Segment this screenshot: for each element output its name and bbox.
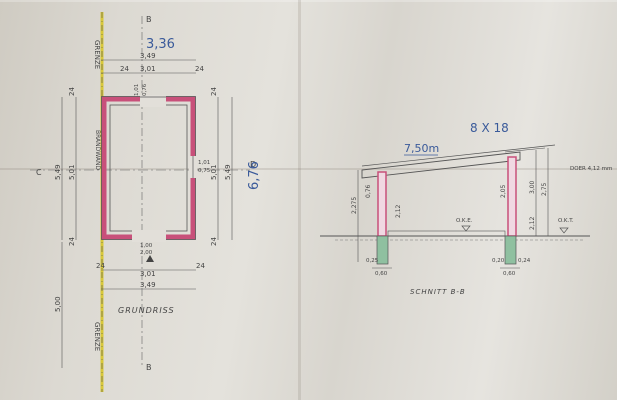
plan-inner-outline: [109, 104, 188, 232]
plan-title: GRUNDRISS: [118, 306, 175, 315]
section-wall-left: [377, 171, 387, 237]
cut-mark-right: D: [250, 160, 256, 169]
door-dim-top-2: 0,76: [142, 83, 148, 96]
base-dim-1: 0,60: [375, 271, 388, 277]
handwritten-top: 3,36: [146, 37, 175, 52]
level-marker-oke: [461, 225, 471, 232]
handwritten-span: 7,50m: [404, 142, 439, 155]
roof-edge-line: [504, 147, 546, 153]
foundation-left: [376, 235, 389, 265]
foundation-right: [504, 235, 517, 265]
dim-right-bottom: 24: [210, 237, 218, 246]
handwritten-beam: 8 X 18: [470, 121, 509, 135]
level-label-okt: O.K.T.: [558, 218, 574, 224]
dim-left-middle: 5,01: [68, 164, 76, 180]
dim-left-bottom: 24: [68, 237, 76, 246]
border-label-top: GRENZE: [93, 40, 101, 69]
door-dim-top-1: 1,01: [134, 84, 140, 96]
plan-outer-outline: [101, 96, 196, 240]
section-wall-right: [507, 156, 517, 237]
roof-note: DOER 4,12 mm: [570, 166, 612, 172]
section-dim-right-2: 2,12: [529, 216, 536, 230]
dim-bottom-left: 24: [96, 262, 105, 270]
dim-left-top: 24: [68, 87, 76, 96]
dim-top-total: 3,49: [140, 52, 156, 60]
wall-label: BRANDWAND: [94, 130, 101, 170]
door-opening-top: [140, 95, 166, 107]
dim-right-total: 5,49: [224, 164, 232, 180]
roof-top-line: [361, 144, 556, 167]
door-opening-bottom: [132, 230, 166, 242]
dim-bottom-total: 3,49: [140, 281, 156, 289]
section-dim-right-1: 3,00: [529, 180, 536, 194]
section-title: SCHNITT B-B: [410, 288, 466, 296]
section-dim-mid-left: 2,12: [395, 204, 402, 218]
plan-outer-walls: [101, 96, 196, 240]
dim-top-middle: 3,01: [140, 65, 156, 73]
door-dim-bottom-1: 1,00: [140, 243, 153, 249]
level-marker-okt: [559, 227, 569, 234]
section-dim-left-2: 0,76: [365, 184, 372, 198]
dim-right-middle: 5,01: [210, 164, 218, 180]
section-dim-right-outer: 2,75: [541, 182, 548, 196]
window-dim-1: 1,01: [198, 160, 210, 166]
vertical-crease: [298, 0, 301, 400]
level-label-oke: O.K.E.: [456, 218, 473, 224]
border-label-bottom: GRENZE: [93, 322, 101, 351]
dim-bottom-right: 24: [196, 262, 205, 270]
handwritten-right: 6,76: [247, 161, 262, 190]
floor-slab: [387, 230, 506, 237]
dim-top-right: 24: [195, 65, 204, 73]
section-dim-mid-right: 2,05: [500, 184, 507, 198]
section-dim-left-1: 2,275: [351, 197, 358, 214]
foot-dim-3: 0,24: [518, 258, 531, 264]
roof-slab: [361, 151, 521, 179]
dim-bottom-middle: 3,01: [140, 270, 156, 278]
paper-edge: [0, 0, 617, 2]
dim-left-total: 5,49: [54, 164, 62, 180]
dim-top-left: 24: [120, 65, 129, 73]
door-dim-bottom-2: 2,00: [140, 250, 153, 256]
entrance-arrow: [146, 255, 154, 262]
base-dim-2: 0,60: [503, 271, 516, 277]
horizontal-crease: [0, 168, 617, 170]
dim-right-top: 24: [210, 87, 218, 96]
foot-dim-1: 0,25: [366, 258, 379, 264]
foot-dim-2: 0,20: [492, 258, 505, 264]
cut-mark-left: C: [36, 168, 42, 177]
dim-offset: 5,00: [54, 296, 62, 312]
section-mark-bottom: B: [146, 363, 152, 372]
section-mark-top: B: [146, 15, 152, 24]
window-dim-2: 0,75: [198, 168, 211, 174]
